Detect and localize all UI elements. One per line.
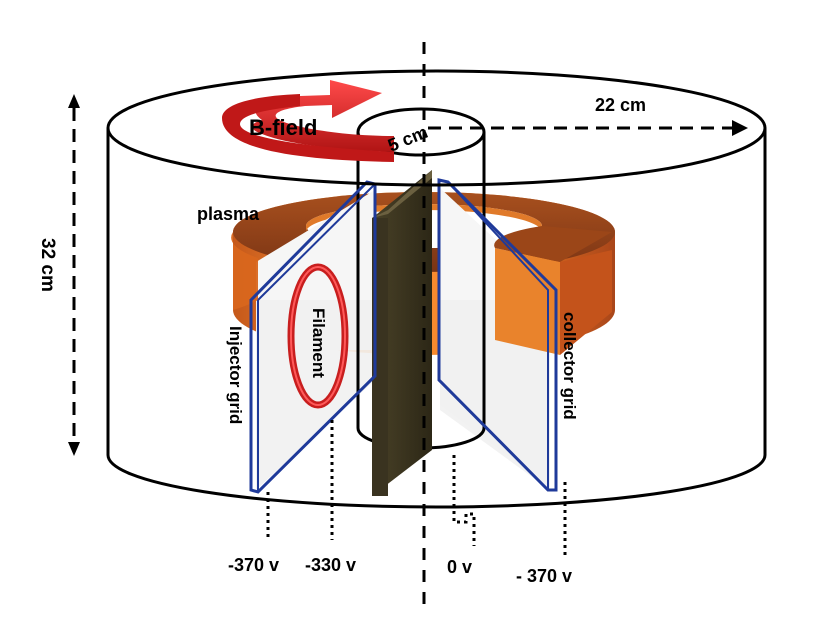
outer-cylinder — [106, 128, 767, 509]
injector-grid-label: Injector grid — [226, 326, 245, 424]
height-label: 32 cm — [37, 238, 58, 292]
plasma-label: plasma — [197, 204, 260, 224]
filament-ring — [287, 263, 349, 409]
center-plate — [372, 170, 432, 496]
outer-cylinder-top — [106, 69, 767, 187]
collector-grid — [437, 178, 558, 492]
collector-grid-label: collector grid — [560, 312, 579, 420]
b-field-arrow — [222, 80, 394, 162]
voltage-leads — [266, 420, 567, 555]
injector-grid — [249, 180, 377, 494]
outer-radius-label: 22 cm — [595, 95, 646, 115]
voltage-collector: - 370 v — [516, 566, 572, 586]
voltage-center: 0 v — [447, 557, 472, 577]
voltage-filament: -330 v — [305, 555, 356, 575]
filament-label: Filament — [309, 308, 328, 378]
b-field-label: B-field — [249, 115, 317, 140]
voltage-injector: -370 v — [228, 555, 279, 575]
outer-radius-arrow — [428, 120, 748, 136]
height-arrow — [68, 94, 80, 456]
